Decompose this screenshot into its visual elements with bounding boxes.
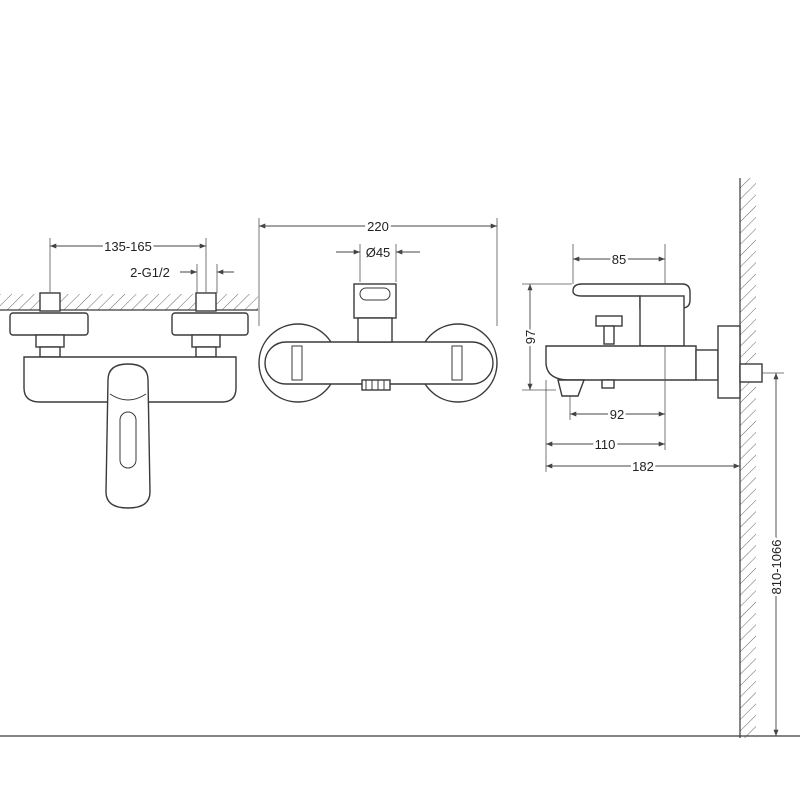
dim-overall-width: 220 bbox=[367, 219, 389, 234]
wall-hatch-side bbox=[740, 178, 756, 738]
dim-handle-depth: 85 bbox=[612, 252, 626, 267]
center-view-body: 220 Ø45 bbox=[258, 217, 498, 403]
dim-spout-projection: 92 bbox=[610, 407, 624, 422]
dim-mounting-height: 810-1066 bbox=[769, 540, 784, 595]
dim-body-height: 97 bbox=[523, 330, 538, 344]
dim-inlet-spacing: 135-165 bbox=[104, 239, 152, 254]
dim-aerator-diameter: Ø45 bbox=[366, 245, 391, 260]
dim-body-projection: 110 bbox=[595, 437, 616, 452]
wall-hatch-top bbox=[0, 294, 258, 310]
front-view-inlets: 135-165 2-G1/2 bbox=[0, 237, 258, 509]
dim-total-projection: 182 bbox=[632, 459, 654, 474]
dim-inlet-thread: 2-G1/2 bbox=[130, 265, 170, 280]
side-view: 85 97 92 110 182 810-1066 bbox=[0, 178, 800, 738]
